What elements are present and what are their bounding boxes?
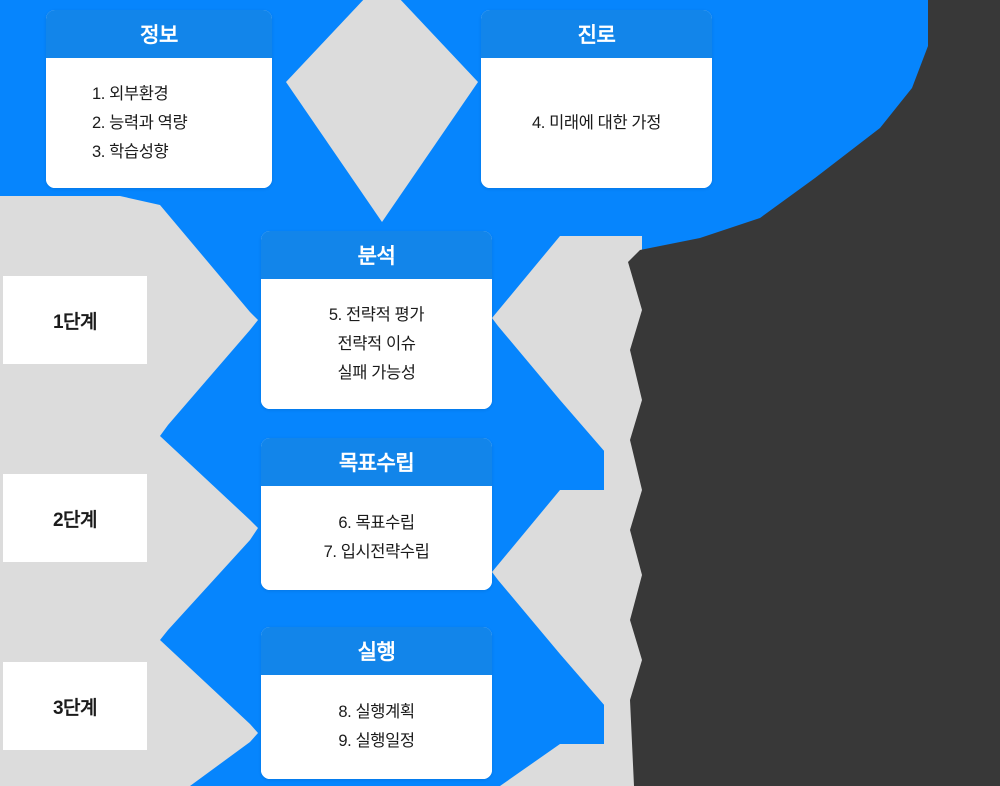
card-item: 9. 실행일정 bbox=[338, 732, 415, 750]
dark-panel bbox=[628, 0, 1000, 786]
stage-label: 1단계 bbox=[52, 311, 98, 333]
card-item: 전략적 이슈 bbox=[337, 334, 416, 353]
card-item: 1. 외부환경 bbox=[92, 84, 169, 103]
card-item: 2. 능력과 역량 bbox=[92, 113, 188, 132]
stage-label: 2단계 bbox=[52, 509, 98, 531]
card-body: 4. 미래에 대한 가정 bbox=[481, 58, 712, 188]
card-title: 실행 bbox=[261, 627, 492, 675]
card-info: 정보 1. 외부환경 2. 능력과 역량 3. 학습성향 bbox=[46, 10, 272, 188]
card-item: 4. 미래에 대한 가정 bbox=[532, 113, 661, 132]
right-chevron-band bbox=[492, 236, 638, 786]
card-title: 정보 bbox=[46, 10, 272, 58]
card-title: 분석 bbox=[261, 231, 492, 279]
stage-box-3: 3단계 bbox=[3, 662, 147, 750]
stage-box-2: 2단계 bbox=[3, 474, 147, 562]
center-diamond bbox=[286, 0, 478, 222]
card-title: 목표수립 bbox=[261, 438, 492, 486]
card-item: 3. 학습성향 bbox=[92, 142, 169, 161]
card-title: 진로 bbox=[481, 10, 712, 58]
card-item: 실패 가능성 bbox=[337, 363, 416, 382]
stage-label: 3단계 bbox=[52, 697, 98, 719]
card-item: 7. 입시전략수립 bbox=[323, 543, 430, 561]
card-body: 8. 실행계획 9. 실행일정 bbox=[261, 675, 492, 779]
card-goal: 목표수립 6. 목표수립 7. 입시전략수립 bbox=[261, 438, 492, 590]
card-body: 5. 전략적 평가 전략적 이슈 실패 가능성 bbox=[261, 279, 492, 409]
card-item: 5. 전략적 평가 bbox=[328, 305, 425, 324]
card-execution: 실행 8. 실행계획 9. 실행일정 bbox=[261, 627, 492, 779]
card-body: 6. 목표수립 7. 입시전략수립 bbox=[261, 486, 492, 590]
card-item: 6. 목표수립 bbox=[338, 514, 415, 532]
card-item: 8. 실행계획 bbox=[338, 703, 415, 721]
card-body: 1. 외부환경 2. 능력과 역량 3. 학습성향 bbox=[46, 58, 272, 188]
card-path: 진로 4. 미래에 대한 가정 bbox=[481, 10, 712, 188]
card-analysis: 분석 5. 전략적 평가 전략적 이슈 실패 가능성 bbox=[261, 231, 492, 409]
stage-box-1: 1단계 bbox=[3, 276, 147, 364]
